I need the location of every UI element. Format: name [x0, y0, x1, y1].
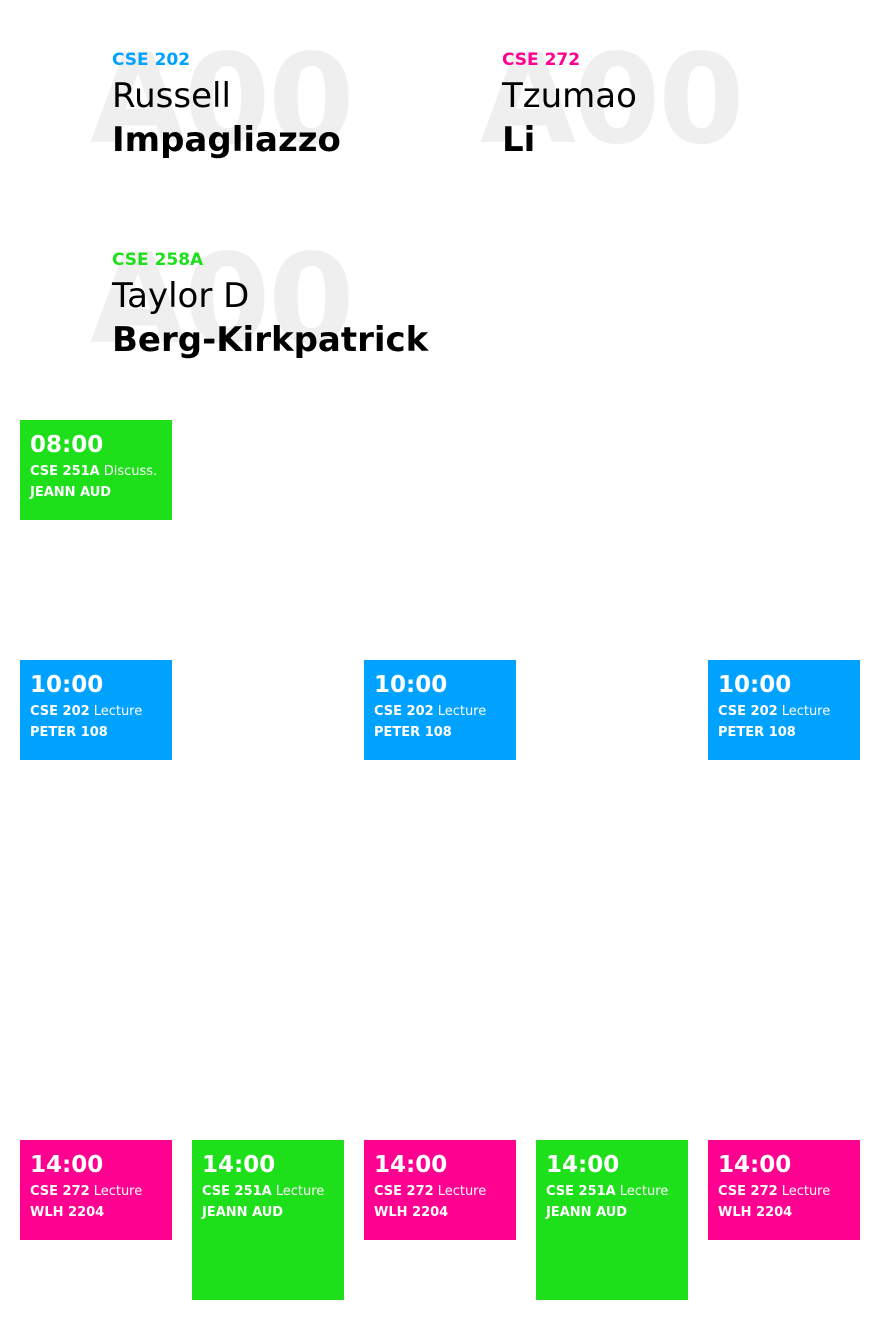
block-type: Lecture	[437, 704, 487, 719]
block-course: CSE 251A	[30, 464, 100, 479]
instructor-course-code: CSE 272	[502, 50, 581, 70]
block-room: WLH 2204	[374, 1205, 449, 1220]
block-type: Lecture	[93, 1184, 143, 1199]
section-watermark: A00	[90, 228, 355, 372]
block-room: PETER 108	[374, 725, 452, 740]
instructor-first-name: Tzumao	[502, 76, 637, 116]
block-course: CSE 272	[30, 1184, 90, 1199]
block-type: Lecture	[781, 704, 831, 719]
block-room: PETER 108	[718, 725, 796, 740]
block-type: Lecture	[275, 1184, 325, 1199]
block-room: JEANN AUD	[30, 485, 112, 500]
block-type: Lecture	[93, 704, 143, 719]
section-watermark: A00	[480, 28, 745, 172]
instructor-course-code: CSE 202	[112, 50, 191, 70]
block-time: 14:00	[374, 1152, 448, 1178]
block-time: 10:00	[30, 672, 104, 698]
block-room: WLH 2204	[718, 1205, 793, 1220]
block-room: WLH 2204	[30, 1205, 105, 1220]
block-room: PETER 108	[30, 725, 108, 740]
block-room: JEANN AUD	[546, 1205, 628, 1220]
instructor-card-cse272: A00 CSE 272 Tzumao Li	[480, 38, 862, 190]
block-course: CSE 202	[374, 704, 434, 719]
block-time: 14:00	[30, 1152, 104, 1178]
block-time: 10:00	[374, 672, 448, 698]
instructor-first-name: Russell	[112, 76, 231, 116]
block-room: JEANN AUD	[202, 1205, 284, 1220]
section-watermark: A00	[90, 28, 355, 172]
block-type: Lecture	[781, 1184, 831, 1199]
block-course: CSE 251A	[202, 1184, 272, 1199]
block-time: 14:00	[546, 1152, 620, 1178]
instructor-first-name: Taylor D	[112, 276, 250, 316]
block-time: 10:00	[718, 672, 792, 698]
instructor-course-code: CSE 258A	[112, 250, 204, 270]
block-course: CSE 251A	[546, 1184, 616, 1199]
block-course: CSE 272	[374, 1184, 434, 1199]
block-time: 14:00	[202, 1152, 276, 1178]
instructor-last-name: Impagliazzo	[112, 120, 341, 160]
instructor-last-name: Berg-Kirkpatrick	[112, 320, 429, 360]
block-course: CSE 202	[718, 704, 778, 719]
block-time: 08:00	[30, 432, 104, 458]
block-type: Lecture	[619, 1184, 669, 1199]
instructor-card-cse202: A00 CSE 202 Russell Impagliazzo	[90, 38, 472, 190]
block-type: Discuss.	[103, 464, 158, 479]
block-course: CSE 272	[718, 1184, 778, 1199]
instructor-card-cse258a: A00 CSE 258A Taylor D Berg-Kirkpatrick	[90, 238, 472, 390]
block-time: 14:00	[718, 1152, 792, 1178]
block-type: Lecture	[437, 1184, 487, 1199]
block-course: CSE 202	[30, 704, 90, 719]
instructor-last-name: Li	[502, 120, 536, 160]
